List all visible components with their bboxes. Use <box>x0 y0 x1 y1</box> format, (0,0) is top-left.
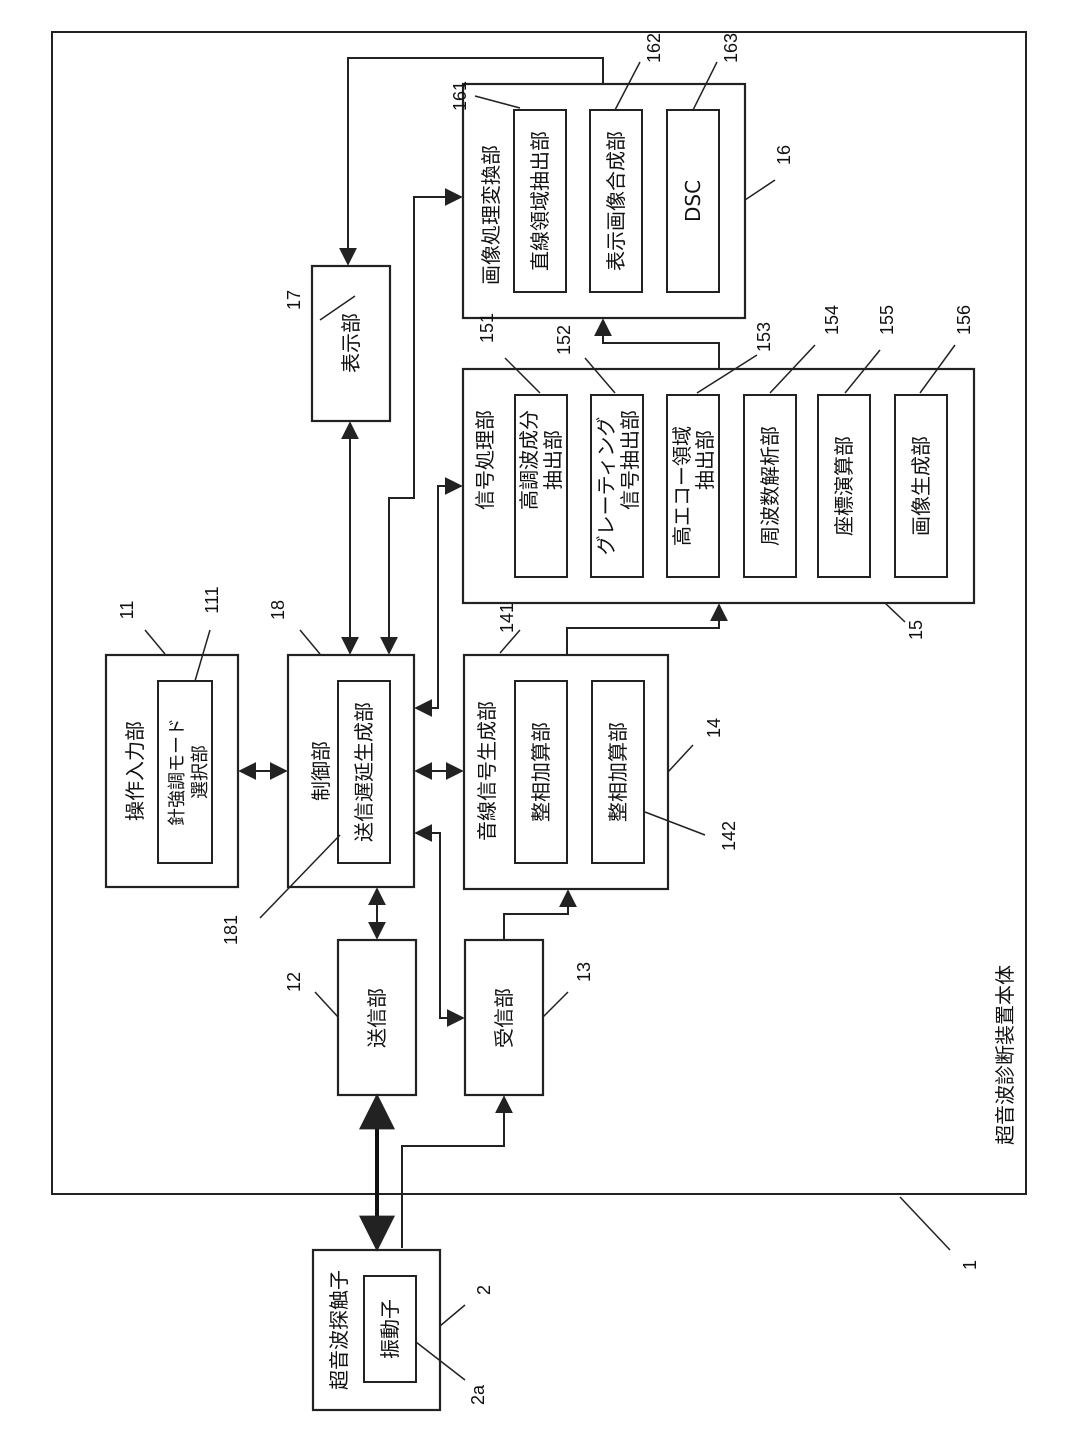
image-generator: 画像生成部 <box>895 395 947 577</box>
probe-label: 超音波探触子 <box>327 1270 351 1390</box>
ref-181: 181 <box>221 915 241 945</box>
display-image-synth-label: 表示画像合成部 <box>604 131 628 271</box>
receiver-label: 受信部 <box>492 988 516 1048</box>
ref-13: 13 <box>574 962 594 982</box>
needle-mode-selector-line2: 選択部 <box>190 745 211 799</box>
ref-163: 163 <box>721 33 741 63</box>
ref-142: 142 <box>719 821 739 851</box>
line-region-extractor-label: 直線領域抽出部 <box>528 131 552 271</box>
grating-extractor-line1: グレーティング <box>594 417 618 556</box>
ref-2: 2 <box>474 1285 494 1295</box>
ref-153: 153 <box>754 322 774 352</box>
frequency-analyzer: 周波数解析部 <box>744 395 796 577</box>
ref-16: 16 <box>774 145 794 165</box>
transmitter-label: 送信部 <box>365 988 389 1048</box>
needle-mode-selector-line1: 針強調モード <box>167 718 188 826</box>
operation-input-unit: 操作入力部 針強調モード 選択部 <box>106 655 238 887</box>
sound-ray-label: 音線信号生成部 <box>475 701 499 841</box>
grating-extractor-line2: 信号抽出部 <box>618 410 642 510</box>
tx-delay-generator-label: 送信遅延生成部 <box>352 702 376 842</box>
ref-162: 162 <box>644 33 664 63</box>
control-label: 制御部 <box>309 741 333 801</box>
display-label: 表示部 <box>339 313 363 373</box>
ref-1: 1 <box>960 1260 980 1270</box>
ref-18: 18 <box>268 600 288 620</box>
ref-154: 154 <box>822 305 842 335</box>
ref-152: 152 <box>554 325 574 355</box>
ref-11: 11 <box>117 601 137 620</box>
ref-111: 111 <box>202 586 222 613</box>
phasing-adder-1-label: 整相加算部 <box>529 722 553 822</box>
ref-141: 141 <box>497 603 517 633</box>
image-generator-label: 画像生成部 <box>909 436 933 536</box>
signal-processing-unit: 信号処理部 高調波成分 抽出部 グレーティング 信号抽出部 高エコー領域 抽出部… <box>463 369 974 603</box>
ref-17: 17 <box>284 290 304 310</box>
control-unit: 制御部 送信遅延生成部 <box>288 655 414 887</box>
receiver-unit: 受信部 <box>465 940 543 1095</box>
ref-156: 156 <box>954 305 974 335</box>
transmitter-unit: 送信部 <box>338 940 416 1095</box>
main-body-label: 超音波診断装置本体 <box>993 965 1017 1145</box>
grating-extractor: グレーティング 信号抽出部 <box>591 395 643 577</box>
display-unit: 表示部 <box>312 266 390 421</box>
ref-2a: 2a <box>468 1384 488 1405</box>
high-echo-extractor-line2: 抽出部 <box>693 430 717 490</box>
ref-151: 151 <box>477 313 497 343</box>
dsc-label: DSC <box>681 180 705 222</box>
probe-unit: 超音波探触子 振動子 <box>313 1250 440 1410</box>
ref-14: 14 <box>704 718 724 738</box>
ref-161: 161 <box>450 81 470 111</box>
ref-12: 12 <box>284 972 304 992</box>
transducer-element-label: 振動子 <box>378 1299 402 1359</box>
high-echo-extractor-line1: 高エコー領域 <box>670 426 694 546</box>
harmonic-extractor-line2: 抽出部 <box>541 430 565 490</box>
coordinate-calculator-label: 座標演算部 <box>832 436 856 536</box>
coordinate-calculator: 座標演算部 <box>818 395 870 577</box>
harmonic-extractor: 高調波成分 抽出部 <box>515 395 567 577</box>
operation-input-label: 操作入力部 <box>123 721 147 821</box>
harmonic-extractor-line1: 高調波成分 <box>517 410 541 510</box>
ref-155: 155 <box>877 305 897 335</box>
frequency-analyzer-label: 周波数解析部 <box>758 426 782 546</box>
image-processing-label: 画像処理変換部 <box>479 145 503 285</box>
ref-15: 15 <box>906 620 926 640</box>
phasing-adder-2-label: 整相加算部 <box>606 722 630 822</box>
image-processing-unit: 画像処理変換部 直線領域抽出部 表示画像合成部 DSC <box>463 84 745 318</box>
high-echo-extractor: 高エコー領域 抽出部 <box>667 395 719 577</box>
sound-ray-generator-unit: 音線信号生成部 整相加算部 整相加算部 <box>464 655 668 889</box>
signal-processing-label: 信号処理部 <box>473 410 497 510</box>
